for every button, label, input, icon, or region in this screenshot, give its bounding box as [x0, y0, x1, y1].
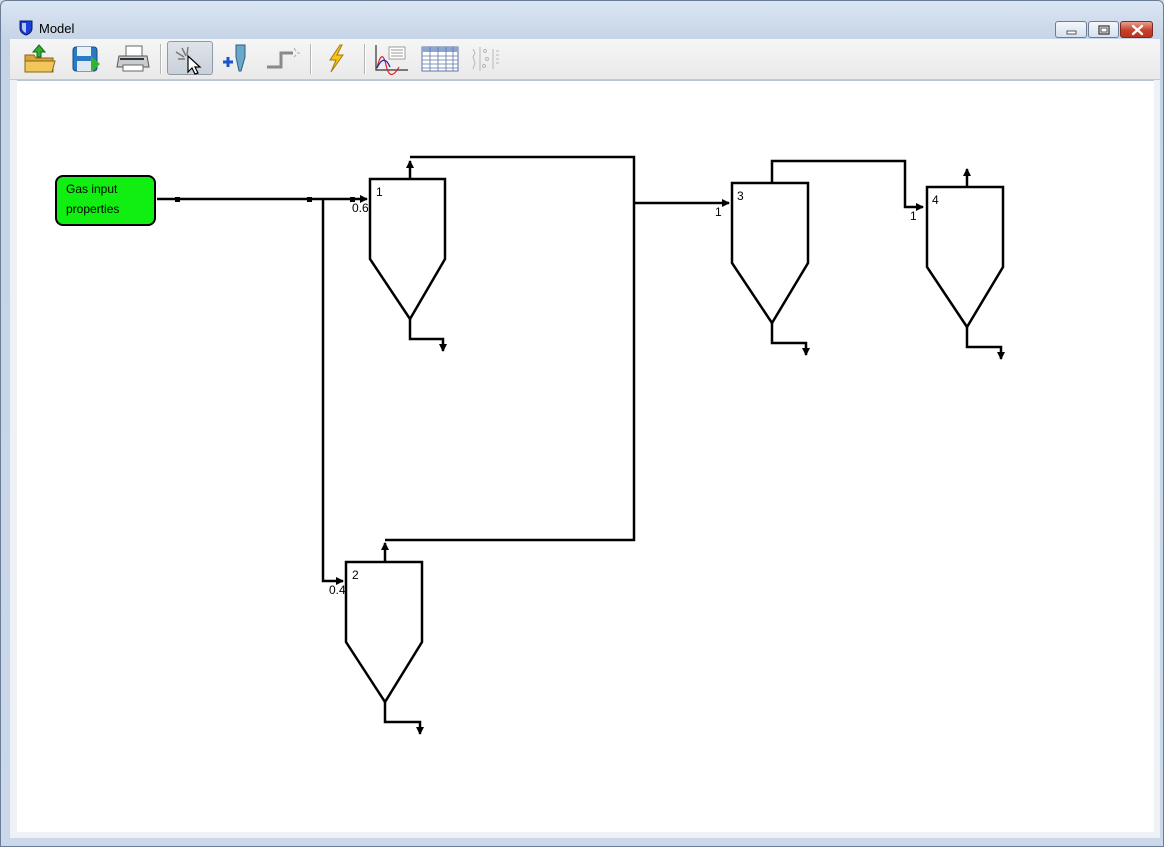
toolbar-separator: [160, 44, 162, 74]
cyclone-2-id: 2: [352, 568, 359, 582]
select-tool-button[interactable]: [167, 41, 213, 75]
cyclone-3-bottom-outlet: [770, 323, 810, 356]
junction-marker: [175, 197, 180, 202]
shield-icon: [19, 20, 33, 36]
table-grid-icon: [421, 46, 459, 72]
cyclone-3-body: [730, 181, 810, 326]
cyclone-1-bottom-outlet: [408, 319, 447, 352]
cyclone-2-split: 0.4: [329, 583, 346, 597]
cyclone-3-top-line: [770, 159, 924, 211]
chart-button[interactable]: [371, 41, 409, 75]
pointer-select-icon: [175, 46, 202, 75]
connector-pipe-icon: [267, 47, 300, 69]
window-title: Model: [39, 21, 75, 36]
maximize-icon: [1098, 25, 1110, 35]
run-button[interactable]: [317, 41, 355, 75]
printer-icon: [116, 45, 150, 72]
maximize-button[interactable]: [1088, 21, 1119, 38]
particles-icon: [472, 47, 499, 71]
junction-marker: [307, 197, 312, 202]
cyclone-3-split: 1: [715, 205, 722, 219]
canvas-frame: Gas input properties 1 0.6 2 0.4 3 1 4 1: [10, 80, 1160, 838]
cyclone-3-id: 3: [737, 189, 744, 203]
close-button[interactable]: [1120, 21, 1153, 38]
connect-tool-button[interactable]: [263, 41, 301, 75]
gas-input-line2: properties: [66, 202, 120, 216]
branch-line: [321, 199, 344, 585]
gas-input-node[interactable]: Gas input properties: [55, 175, 156, 226]
cyclone-2-bottom-outlet: [383, 702, 424, 735]
cyclone-1-split: 0.6: [352, 201, 369, 215]
cyclone-2-body: [344, 560, 424, 705]
particles-button[interactable]: [465, 41, 503, 75]
cyclone-4-bottom-outlet: [965, 327, 1005, 360]
flow-diagram: [157, 155, 1005, 735]
toolbar-separator: [364, 44, 366, 74]
toolbar-separator: [310, 44, 312, 74]
minimize-icon: [1066, 30, 1077, 35]
table-button[interactable]: [419, 41, 461, 75]
chart-icon: [375, 45, 408, 75]
close-icon: [1131, 24, 1144, 36]
cyclone-4-split: 1: [910, 209, 917, 223]
cyclone-1-id: 1: [376, 185, 383, 199]
add-cyclone-icon: [223, 44, 246, 72]
open-folder-icon: [24, 44, 56, 73]
cyclone-4-body: [925, 185, 1005, 330]
open-button[interactable]: [21, 41, 59, 75]
merge-line: [385, 155, 636, 542]
save-icon: [72, 46, 100, 72]
gas-input-line1: Gas input: [66, 182, 118, 196]
lightning-icon: [329, 44, 344, 73]
title-bar[interactable]: Model: [1, 1, 1163, 39]
model-canvas[interactable]: Gas input properties 1 0.6 2 0.4 3 1 4 1: [17, 80, 1154, 832]
cyclone-4-id: 4: [932, 193, 939, 207]
add-cyclone-button[interactable]: [217, 41, 255, 75]
save-button[interactable]: [67, 41, 105, 75]
junction-marker: [350, 197, 355, 202]
minimize-button[interactable]: [1055, 21, 1087, 38]
cyclone-1-body: [368, 177, 447, 322]
toolbar: [10, 39, 1160, 80]
print-button[interactable]: [114, 41, 152, 75]
